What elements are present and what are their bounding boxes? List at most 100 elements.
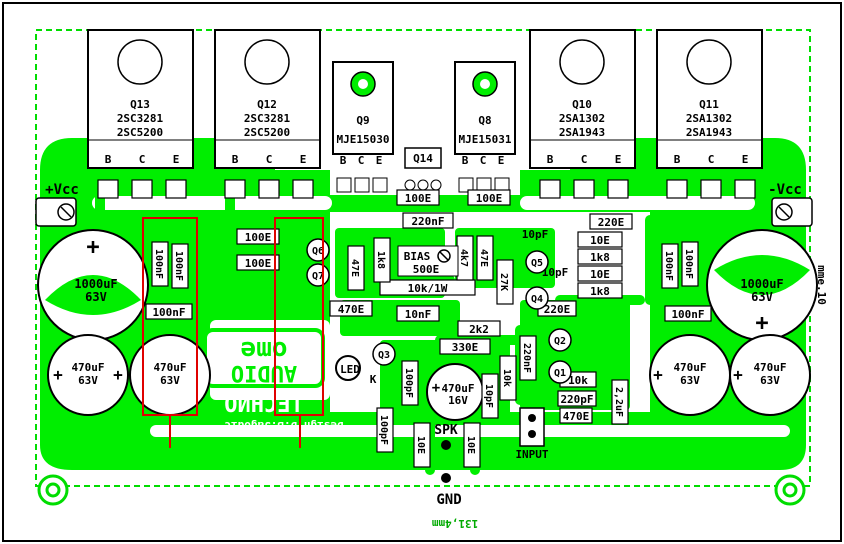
- component-v-8: 100nF: [151, 241, 169, 287]
- component-h-label: 1k8: [590, 251, 610, 264]
- q10-pin: C: [581, 153, 588, 166]
- component-v-12: 100pF: [376, 407, 394, 453]
- q9-pin: E: [376, 154, 383, 167]
- q13-part2: 2SC5200: [117, 126, 163, 139]
- cap-470-value: 470uF: [153, 361, 186, 374]
- input-connector: INPUT: [515, 407, 549, 461]
- small-transistor-label: Q4: [531, 294, 543, 305]
- component-h-17: 220E: [537, 300, 577, 317]
- component-h-8: 2k2: [457, 320, 501, 337]
- component-h-label: 10E: [590, 234, 610, 247]
- component-v-label: 220nF: [521, 343, 532, 373]
- component-h-label: 10nF: [405, 308, 432, 321]
- bias-value: 500E: [413, 263, 440, 276]
- q11-part2: 2SA1943: [686, 126, 732, 139]
- brand-techno: TECHNO: [224, 393, 303, 418]
- cap-470-plus: +: [733, 365, 743, 384]
- component-v-label: 100nF: [663, 251, 674, 281]
- q11-pin: C: [708, 153, 715, 166]
- small-transistor-6: Q1: [548, 360, 572, 384]
- q9-part: MJE15030: [337, 133, 390, 146]
- component-h-label: 220pF: [560, 393, 593, 406]
- component-v-18: 10E: [463, 422, 481, 468]
- vcc-pos-terminal: +Vcc: [35, 182, 79, 227]
- q13-pin: E: [173, 153, 180, 166]
- q12-part2: 2SC5200: [244, 126, 290, 139]
- q8-pin: E: [498, 154, 505, 167]
- q14: Q14: [404, 147, 442, 191]
- component-v-5: 10pF: [522, 228, 549, 241]
- cap-470-value: 470uF: [673, 361, 706, 374]
- component-h-label: 220E: [544, 303, 571, 316]
- component-h-label: 1k8: [590, 285, 610, 298]
- component-v-13: 10pF: [481, 373, 499, 419]
- component-h-label: 10k: [568, 374, 588, 387]
- q11-pin: E: [742, 153, 749, 166]
- ground-terminal: GND: [436, 473, 462, 508]
- small-transistor-label: Q5: [531, 258, 543, 269]
- q8-name: Q8: [478, 114, 491, 127]
- bias-label: BIAS: [404, 250, 431, 263]
- q12-pin: B: [232, 153, 239, 166]
- component-v-6: 10pF: [542, 266, 569, 279]
- small-transistor-2: Q5: [525, 250, 549, 274]
- component-h-10: 100nF: [145, 303, 193, 320]
- component-v-10: 100nF: [681, 241, 699, 287]
- cap-470-value: 470uF: [71, 361, 104, 374]
- component-h-11: 100nF: [664, 305, 712, 322]
- component-h-7: 10nF: [396, 305, 440, 322]
- component-h-14: 1k8: [577, 248, 623, 265]
- cap-470-volt: 63V: [78, 374, 98, 387]
- led-k: K: [370, 373, 377, 386]
- component-h-label: 100E: [245, 231, 272, 244]
- brand-bottom: AUDIO: [231, 360, 297, 385]
- component-v-1: 1k8: [373, 237, 391, 283]
- component-v-label: 100nF: [153, 249, 164, 279]
- q12-name: Q12: [257, 98, 277, 111]
- component-v-4: 27K: [496, 259, 514, 305]
- component-h-label: 100E: [245, 257, 272, 270]
- component-v-label: 2,2uF: [613, 387, 624, 417]
- q13-part1: 2SC3281: [117, 112, 164, 125]
- component-v-9: 100nF: [661, 243, 679, 289]
- component-h-20: 470E: [559, 407, 593, 424]
- bias-trimmer: BIAS 500E: [397, 245, 459, 277]
- cap-470-value: 470uF: [753, 361, 786, 374]
- q11-pin: B: [674, 153, 681, 166]
- component-v-label: 4k7: [458, 249, 469, 267]
- component-h-label: 470E: [338, 303, 365, 316]
- small-transistor-0: Q6: [306, 238, 330, 262]
- q13-name: Q13: [130, 98, 150, 111]
- component-h-13: 10E: [577, 231, 623, 248]
- brand-logo: ome AUDIO TECHNO Design D.B.Jagodic: [203, 328, 344, 432]
- component-v-label: 27K: [498, 273, 509, 291]
- brand-top: ome: [241, 335, 288, 365]
- component-h-label: 10k/1W: [408, 282, 448, 295]
- q9-pin: B: [340, 154, 347, 167]
- component-h-label: 100nF: [152, 306, 185, 319]
- small-transistor-label: Q1: [554, 368, 566, 379]
- small-transistor-label: Q7: [312, 271, 324, 282]
- component-v-7: 100nF: [171, 243, 189, 289]
- component-h-5: 10k/1W: [379, 279, 476, 296]
- component-h-12: 220E: [589, 213, 633, 230]
- component-v-17: 10E: [413, 422, 431, 468]
- component-v-15: 220nF: [519, 335, 537, 381]
- component-v-label: 47E: [349, 259, 360, 277]
- cap-470-volt: 63V: [680, 374, 700, 387]
- input-label: INPUT: [515, 448, 548, 461]
- component-h-label: 10E: [590, 268, 610, 281]
- small-transistor-1: Q7: [306, 263, 330, 287]
- gnd-label: GND: [436, 492, 461, 508]
- component-h-label: 100nF: [671, 308, 704, 321]
- component-h-16: 1k8: [577, 282, 623, 299]
- component-h-label: 100E: [405, 192, 432, 205]
- cap-1000-right-volt: 63V: [751, 290, 773, 304]
